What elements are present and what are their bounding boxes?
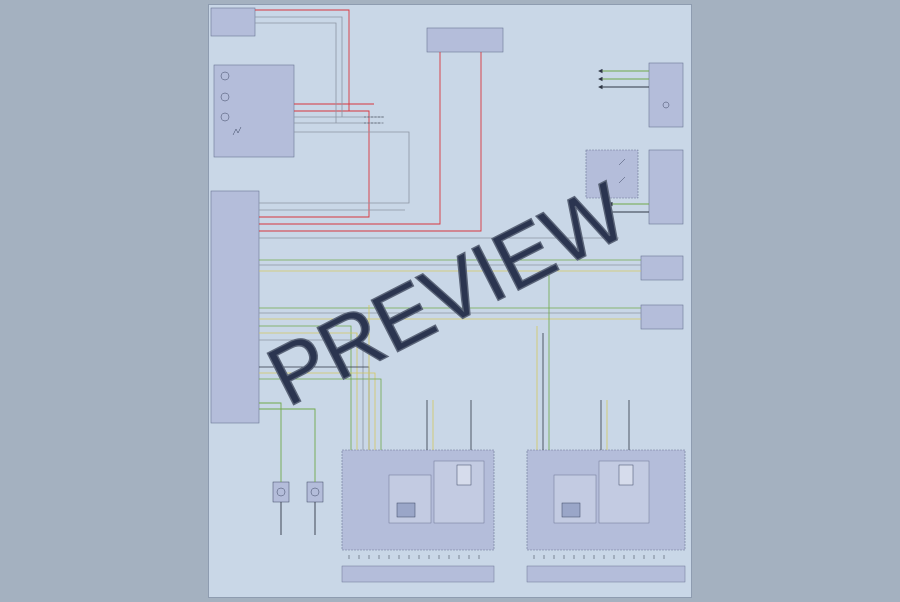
right-bulb <box>618 464 634 486</box>
instrument-cluster-module <box>213 64 295 158</box>
right-lamp-connector <box>526 565 686 583</box>
wiring-diagram <box>210 7 686 583</box>
connector-pins <box>348 555 665 559</box>
right-park-lamp <box>306 481 324 503</box>
headlamp-harness-drops <box>259 271 630 450</box>
right-park-lamp-bulb <box>310 487 320 497</box>
left-lamp-connector <box>341 565 495 583</box>
indicator-lamp-icons <box>220 71 242 136</box>
sensor-arrows <box>598 68 649 215</box>
rf-level-sensor <box>640 255 684 281</box>
red-wires <box>255 9 482 232</box>
left-park-lamp-bulb <box>276 487 286 497</box>
pcm-module <box>210 190 260 424</box>
left-motor-core <box>396 502 416 518</box>
switch-icons <box>618 158 626 184</box>
fuse-relay-box <box>426 27 504 53</box>
park-lamp-wires <box>259 402 316 535</box>
level-sensor-harness <box>259 259 641 320</box>
schematic-sheet <box>208 4 692 598</box>
left-park-lamp <box>272 481 290 503</box>
lf-level-sensor <box>640 304 684 330</box>
right-motor-core <box>561 502 581 518</box>
steering-control-module <box>648 149 684 225</box>
dashed-wires <box>364 116 384 124</box>
rear-fog-switch-module <box>210 7 256 37</box>
left-bulb <box>456 464 472 486</box>
sensor-icon <box>662 101 670 109</box>
dimmer-switch-module <box>585 149 639 199</box>
ambient-light-sensor <box>648 62 684 128</box>
